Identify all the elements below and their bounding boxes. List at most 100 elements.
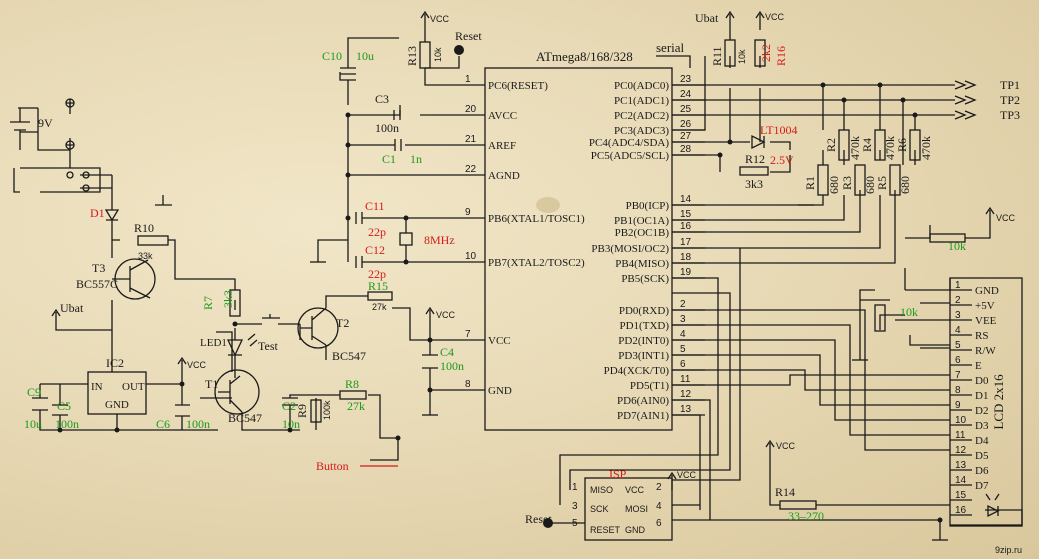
mcu-pin-label: PD6(AIN0) bbox=[617, 395, 669, 407]
lcd-name: LCD 2x16 bbox=[991, 374, 1006, 430]
tp1-label: TP1 bbox=[1000, 78, 1020, 92]
rvee-body bbox=[929, 233, 966, 243]
c4-label: C4 bbox=[440, 345, 454, 359]
c11-label: C11 bbox=[365, 199, 385, 213]
mcu-pin-label: VCC bbox=[488, 335, 511, 347]
vcc-label-c4: VCC bbox=[436, 310, 456, 320]
r9-body bbox=[310, 399, 322, 423]
mcu-pin-number: 28 bbox=[680, 144, 692, 155]
c9-plates bbox=[32, 397, 48, 411]
c2-value: 10n bbox=[282, 417, 300, 431]
mcu-pin-number: 2 bbox=[680, 299, 686, 310]
lcd-pin-number: 7 bbox=[955, 370, 961, 381]
vcc-label-r16: VCC bbox=[765, 12, 785, 22]
mcu-pin-number: 17 bbox=[680, 237, 692, 248]
mcu-pin-number: 26 bbox=[680, 119, 692, 130]
r5-body bbox=[889, 164, 901, 196]
r4-label: R4 bbox=[860, 138, 874, 152]
lt1004-label: LT1004 bbox=[760, 123, 798, 137]
battery-symbol bbox=[10, 108, 30, 150]
button-label: Button bbox=[316, 459, 349, 473]
r6-value: 470k bbox=[919, 136, 933, 160]
isp-pin-label: VCC bbox=[625, 485, 645, 495]
c5-value: 100n bbox=[55, 417, 79, 431]
paper-stain bbox=[536, 197, 560, 213]
junctions bbox=[57, 82, 943, 523]
c3-label: C3 bbox=[375, 92, 389, 106]
mcu-pin-label: GND bbox=[488, 385, 512, 397]
r9-value: 100k bbox=[322, 400, 332, 420]
r10-value: 33k bbox=[138, 251, 153, 261]
mcu-pin-number: 21 bbox=[465, 134, 477, 145]
isp-body bbox=[584, 477, 673, 541]
c5-plates bbox=[52, 404, 68, 416]
reset-node-top bbox=[454, 45, 464, 55]
mcu-pin-number: 9 bbox=[465, 207, 471, 218]
isp-pin-label: GND bbox=[625, 525, 646, 535]
r7-value: 3k3 bbox=[221, 290, 235, 308]
led1-symbol bbox=[226, 333, 258, 357]
r14-value: 33–270 bbox=[788, 509, 824, 523]
mcu-pin-label: PB1(OC1A) bbox=[614, 215, 669, 227]
ubat-label-top: Ubat bbox=[695, 11, 719, 25]
pot-body bbox=[874, 304, 886, 332]
reset-label-top: Reset bbox=[455, 29, 482, 43]
mcu-pin-label: PD5(T1) bbox=[630, 380, 669, 392]
lcd-pin-label: GND bbox=[975, 285, 999, 297]
d1-label: D1 bbox=[90, 206, 105, 220]
t3-label: T3 bbox=[92, 261, 105, 275]
mcu-pin-label: AREF bbox=[488, 140, 516, 152]
mcu-pin-number: 4 bbox=[680, 329, 686, 340]
mcu-pin-number: 20 bbox=[465, 104, 477, 115]
r8-label: R8 bbox=[345, 377, 359, 391]
vcc-label-isp: VCC bbox=[677, 470, 697, 480]
isp-pin-number: 1 bbox=[572, 482, 578, 493]
mcu-pin-number: 22 bbox=[465, 164, 477, 175]
r7-label: R7 bbox=[201, 296, 215, 310]
isp-pin-number: 2 bbox=[656, 482, 662, 493]
r2-body bbox=[838, 129, 850, 161]
mcu-pin-label: PC1(ADC1) bbox=[614, 95, 669, 107]
r14-body bbox=[779, 500, 817, 510]
r3-label: R3 bbox=[840, 176, 854, 190]
r2-value: 470k bbox=[848, 136, 862, 160]
t2-circle bbox=[297, 307, 339, 349]
c3-plates bbox=[393, 110, 401, 120]
lcd-pin-label: D3 bbox=[975, 420, 989, 432]
lcd-pin-label: RS bbox=[975, 330, 988, 342]
vcc-label-ic2: VCC bbox=[187, 360, 207, 370]
mcu-body bbox=[484, 67, 673, 431]
mcu-pin-number: 6 bbox=[680, 359, 686, 370]
vcc-label-r13: VCC bbox=[430, 14, 450, 24]
isp-pin-number: 4 bbox=[656, 501, 662, 512]
mcu-pin-label: AGND bbox=[488, 170, 520, 182]
mcu-pin-number: 19 bbox=[680, 267, 692, 278]
transistors bbox=[112, 258, 339, 415]
resistors bbox=[137, 39, 966, 510]
labels: VCC VCC VCC VCC VCC VCC VCC Reset Reset … bbox=[24, 11, 1022, 555]
r1-body bbox=[817, 164, 829, 196]
mcu-pin-number: 10 bbox=[465, 251, 477, 262]
mcu-pin-number: 3 bbox=[680, 314, 686, 325]
mcu-pin-number: 13 bbox=[680, 404, 692, 415]
lcd-pin-label: D0 bbox=[975, 375, 989, 387]
r11-value: 10k bbox=[737, 49, 747, 64]
lcd-pin-label: D4 bbox=[975, 435, 989, 447]
isp-pin-label: MISO bbox=[590, 485, 613, 495]
r6-body bbox=[909, 129, 921, 161]
r3-value: 680 bbox=[863, 176, 877, 194]
lcd-pin-number: 15 bbox=[955, 490, 967, 501]
c2-label: C2 bbox=[282, 399, 296, 413]
lcd-pin-label: D5 bbox=[975, 450, 989, 462]
c9-label: C9 bbox=[27, 385, 41, 399]
mcu-pin-label: PB3(MOSI/OC2) bbox=[591, 243, 669, 255]
lcd-pin-label: VEE bbox=[975, 315, 997, 327]
terminal-signs bbox=[66, 99, 74, 146]
mcu-pin-number: 11 bbox=[680, 374, 691, 385]
lcd-pin-number: 12 bbox=[955, 445, 967, 456]
serial-wire bbox=[656, 55, 691, 68]
ground-symbols bbox=[155, 195, 948, 541]
c9-value: 10u bbox=[24, 417, 42, 431]
backlight-led-symbol bbox=[985, 493, 1000, 518]
